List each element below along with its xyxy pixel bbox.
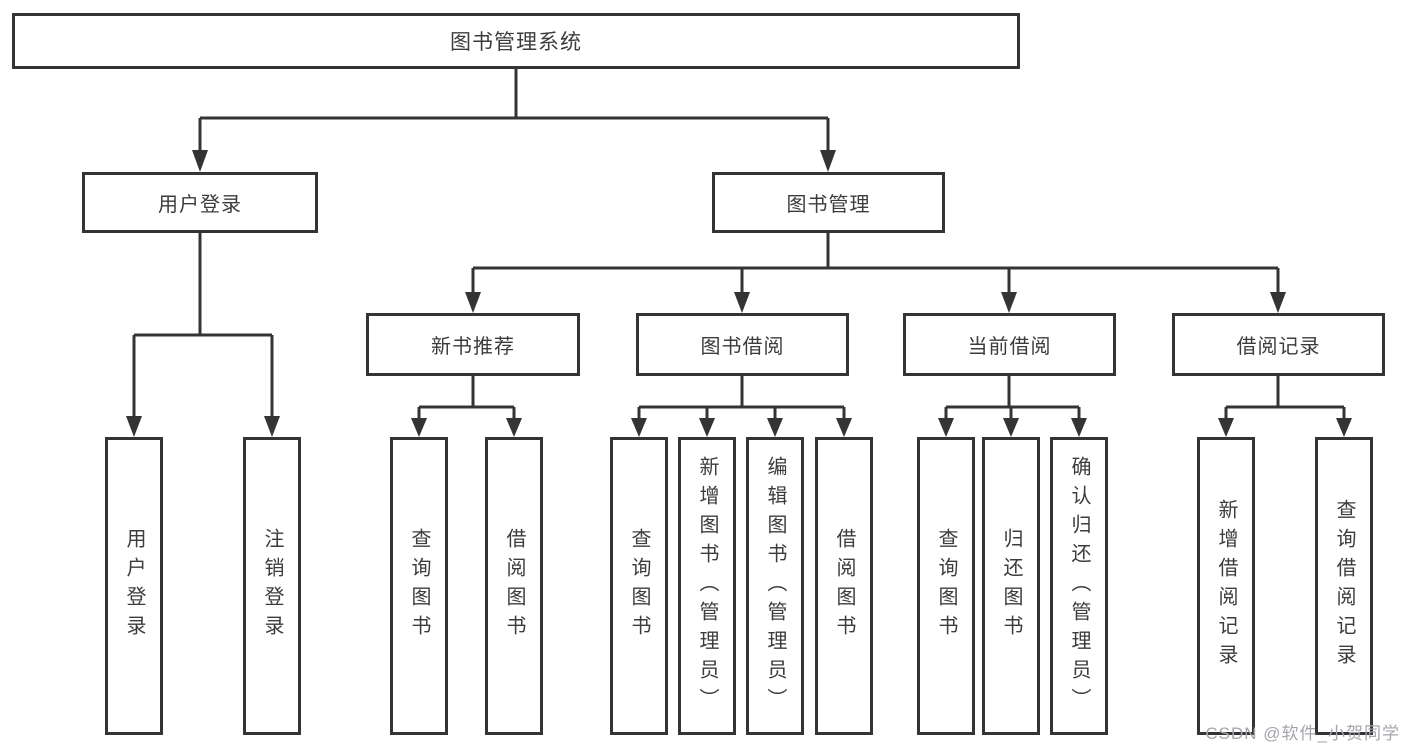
arrow-down-icon — [1218, 418, 1234, 437]
node-leaf-add-borrow-record: 新增借阅记录 — [1197, 437, 1255, 735]
node-leaf-query-books-rec: 查询图书 — [390, 437, 448, 735]
arrow-down-icon — [631, 418, 647, 437]
arrow-down-icon — [1001, 292, 1017, 313]
node-library-management-system: 图书管理系统 — [12, 13, 1020, 69]
connector-root — [198, 68, 830, 152]
node-borrowing-records: 借阅记录 — [1172, 313, 1385, 376]
node-current-borrowing: 当前借阅 — [903, 313, 1116, 376]
arrow-down-icon — [767, 418, 783, 437]
node-book-management: 图书管理 — [712, 172, 945, 233]
node-leaf-query-borrow-record: 查询借阅记录 — [1315, 437, 1373, 735]
arrow-down-icon — [734, 292, 750, 313]
arrow-down-icon — [1003, 418, 1019, 437]
arrow-down-icon — [506, 418, 522, 437]
connector-new-book-rec — [417, 376, 516, 420]
arrow-down-icon — [938, 418, 954, 437]
arrow-down-icon — [699, 418, 715, 437]
connector-book-borrow — [637, 376, 846, 420]
node-leaf-query-books-current: 查询图书 — [917, 437, 975, 735]
node-book-borrowing: 图书借阅 — [636, 313, 849, 376]
node-leaf-return-books: 归还图书 — [982, 437, 1040, 735]
connector-book-mgmt — [471, 232, 1280, 294]
connector-borrow-records — [1224, 376, 1346, 420]
node-leaf-logout: 注销登录 — [243, 437, 301, 735]
arrow-down-icon — [192, 150, 208, 172]
arrow-down-icon — [1336, 418, 1352, 437]
arrow-down-icon — [411, 418, 427, 437]
csdn-watermark: CSDN @软件_小贺同学 — [1205, 724, 1400, 743]
node-leaf-add-books-admin: 新增图书（管理员） — [678, 437, 736, 735]
arrow-down-icon — [836, 418, 852, 437]
arrow-down-icon — [264, 416, 280, 437]
arrow-down-icon — [1270, 292, 1286, 313]
node-leaf-borrow-books: 借阅图书 — [815, 437, 873, 735]
connector-current-borrow — [944, 376, 1081, 420]
arrow-down-icon — [126, 416, 142, 437]
arrow-down-icon — [1071, 418, 1087, 437]
node-leaf-query-books-borrow: 查询图书 — [610, 437, 668, 735]
connector-user-login — [132, 232, 274, 418]
node-leaf-edit-books-admin: 编辑图书（管理员） — [746, 437, 804, 735]
node-leaf-confirm-return-admin: 确认归还（管理员） — [1050, 437, 1108, 735]
node-user-login: 用户登录 — [82, 172, 318, 233]
arrow-down-icon — [465, 292, 481, 313]
node-new-book-recommendation: 新书推荐 — [366, 313, 580, 376]
node-leaf-user-login: 用户登录 — [105, 437, 163, 735]
node-leaf-borrow-books-rec: 借阅图书 — [485, 437, 543, 735]
arrow-down-icon — [820, 150, 836, 172]
